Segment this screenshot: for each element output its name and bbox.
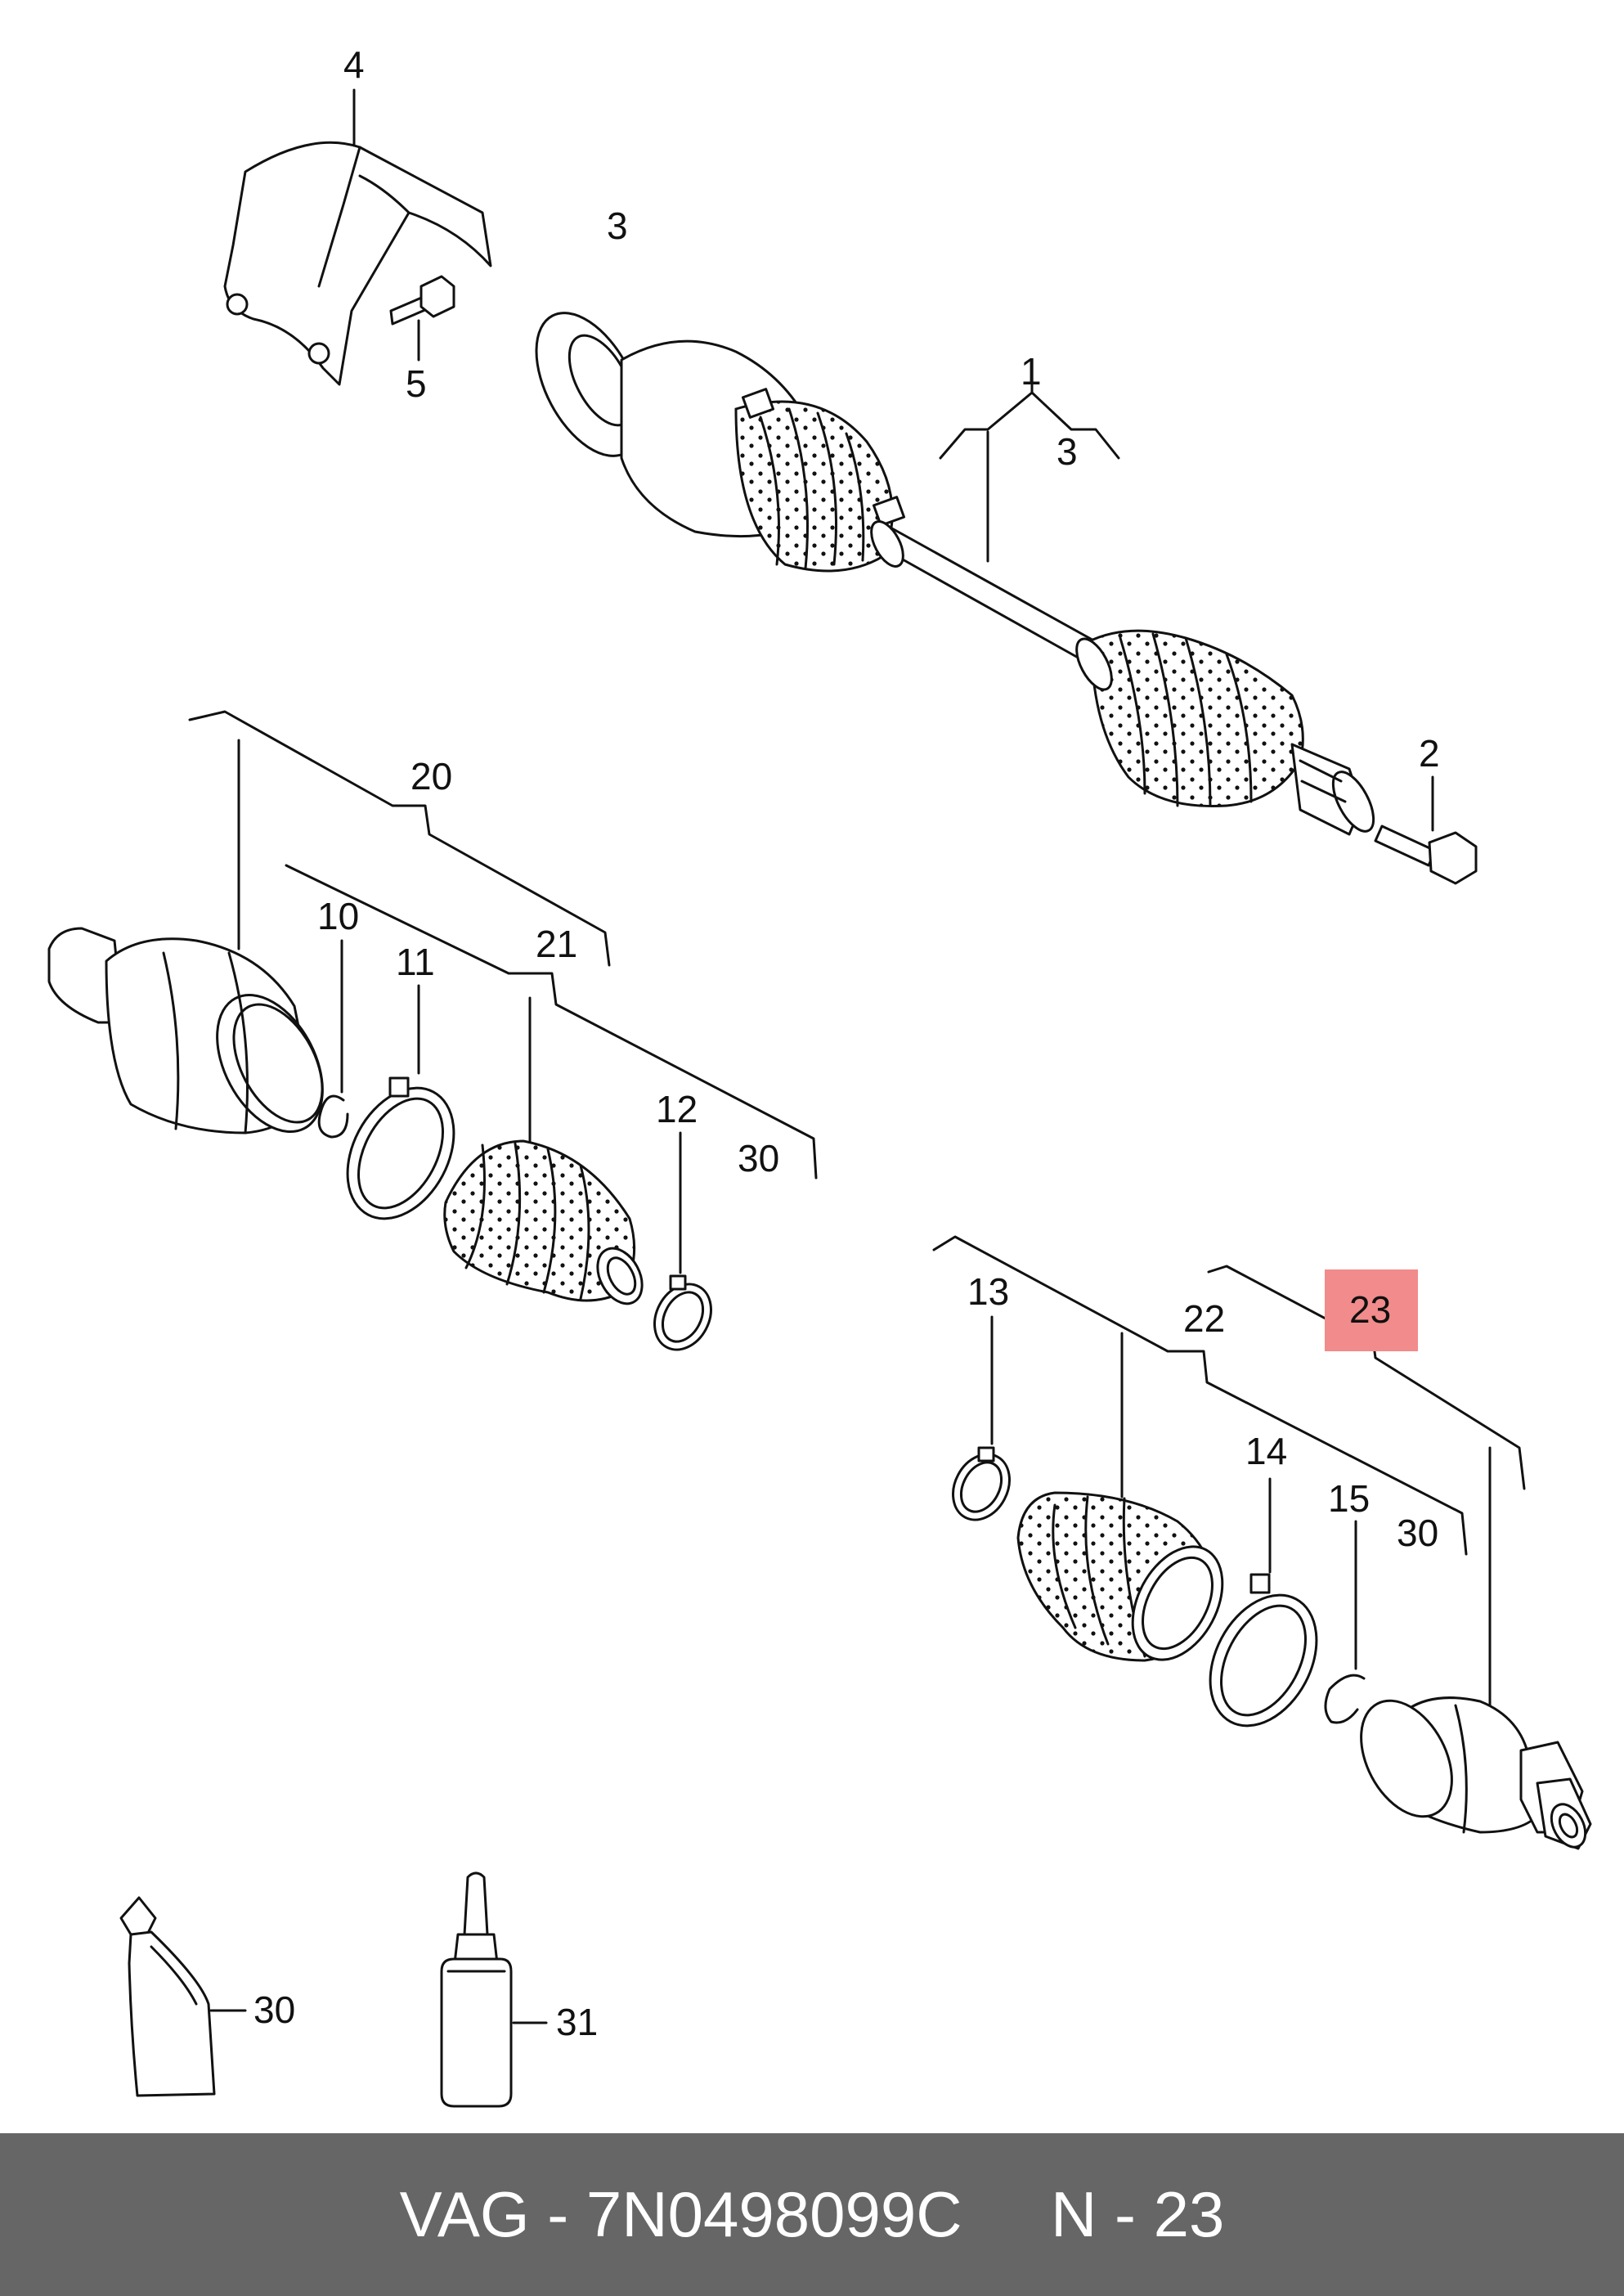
callout-11: 11 — [396, 941, 435, 983]
outer-joint-part-23 — [1207, 1265, 1592, 1850]
footer-part-number: 7N0498099C — [585, 2178, 962, 2250]
callout-4: 4 — [343, 43, 365, 86]
callout-12: 12 — [656, 1088, 698, 1130]
boot-right — [1016, 1491, 1224, 1662]
boot-kit-part-22 — [932, 1235, 1468, 1556]
callout-30-tube: 30 — [253, 1988, 295, 2031]
callout-labels: 4 3 5 1 3 2 20 10 11 21 12 30 13 22 23 1… — [253, 43, 1440, 2043]
grease-tube-part-30 — [119, 1896, 247, 2097]
footer-separator: - — [529, 2178, 586, 2250]
circlip-part-15 — [1324, 1520, 1366, 1724]
callout-30-right: 30 — [1397, 1512, 1438, 1554]
callout-1: 1 — [1021, 350, 1042, 393]
bolt-part-5 — [389, 275, 455, 362]
inner-joint-part-20 — [47, 710, 611, 1135]
clamp-part-11 — [346, 984, 455, 1220]
oil-bottle-part-31 — [440, 1871, 548, 2108]
footer-ref: N - 23 — [1050, 2178, 1225, 2250]
boot-part-21 — [285, 864, 818, 1305]
callout-10: 10 — [317, 895, 359, 937]
heat-shield-part-4 — [223, 88, 492, 386]
callout-2: 2 — [1419, 732, 1440, 775]
footer-gap — [962, 2177, 1051, 2252]
callout-22: 22 — [1183, 1297, 1225, 1340]
callout-23-highlight — [1325, 1269, 1418, 1351]
callout-14: 14 — [1245, 1430, 1287, 1472]
callout-21: 21 — [536, 923, 577, 965]
small-clamp-part-13 — [952, 1315, 1011, 1521]
callout-13: 13 — [967, 1270, 1009, 1313]
bolt-part-2 — [1374, 775, 1478, 885]
small-clamp-part-12 — [653, 1131, 712, 1351]
callout-3-bracket: 3 — [1056, 430, 1078, 473]
callout-30-left: 30 — [738, 1137, 779, 1179]
exploded-parts-diagram: 4 3 5 1 3 2 20 10 11 21 12 30 13 22 23 1… — [47, 43, 1592, 2108]
drive-shaft-part-1 — [535, 312, 1375, 836]
callout-20: 20 — [410, 755, 452, 798]
footer-brand: VAG — [399, 2178, 530, 2250]
callout-5: 5 — [406, 362, 427, 405]
callout-15: 15 — [1328, 1477, 1370, 1520]
callout-31: 31 — [556, 2001, 598, 2043]
callout-3-top: 3 — [607, 204, 628, 247]
part-number-footer: VAG - 7N0498099C N - 23 — [0, 2133, 1624, 2296]
circlip-part-10 — [317, 939, 349, 1139]
callout-23: 23 — [1349, 1288, 1391, 1331]
clamp-part-14 — [1209, 1477, 1318, 1728]
